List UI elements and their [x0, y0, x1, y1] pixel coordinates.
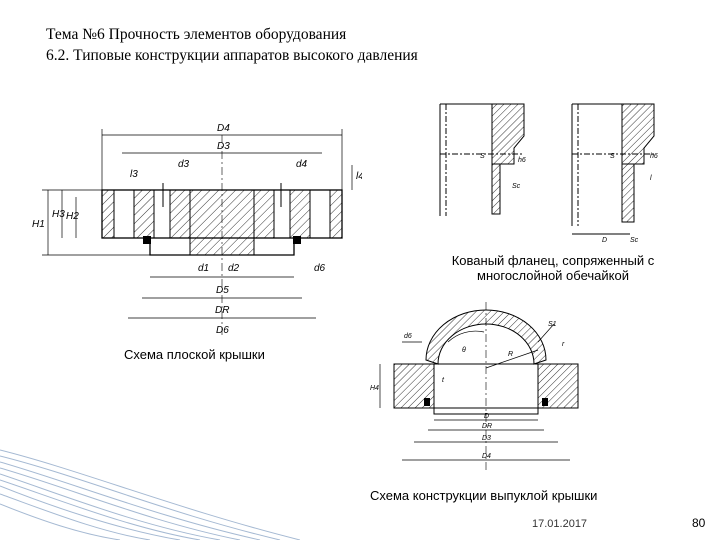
- page-number: 80: [692, 516, 706, 530]
- dim-DR: DR: [215, 305, 229, 316]
- caption-forged-line-2: многослойной обечайкой: [477, 268, 629, 283]
- dim-l4: l4: [356, 171, 362, 182]
- label-D4: D4: [482, 453, 491, 460]
- label-t: t: [442, 377, 445, 384]
- flat-cover-drawing: D4 D3 d3 d4 d1 d2 d6 D5 DR D6 H1 H2 H3 l…: [32, 123, 362, 336]
- caption-forged-flange: Кованый фланец, сопряженный с многослойн…: [438, 253, 668, 283]
- label-d-right: D: [602, 237, 607, 244]
- dim-d2: d2: [228, 263, 240, 274]
- label-r: r: [562, 341, 565, 348]
- caption-forged-line-1: Кованый фланец, сопряженный с: [451, 253, 655, 268]
- dim-l3: l3: [130, 169, 138, 180]
- label-D3: D3: [482, 435, 491, 442]
- label-DR: DR: [482, 423, 492, 430]
- dim-D5: D5: [216, 285, 229, 296]
- slide-date: 17.01.2017: [532, 518, 588, 530]
- label-s1: S1: [548, 321, 557, 328]
- label-theta: θ: [462, 347, 466, 354]
- dim-H1: H1: [32, 219, 45, 230]
- decorative-stripes: [0, 449, 300, 540]
- label-h4: H4: [370, 385, 379, 392]
- dim-D3: D3: [217, 141, 230, 152]
- caption-convex-cover: Схема конструкции выпуклой крышки: [370, 488, 598, 503]
- forged-flange-drawing: S h6 Sc S h6 l D Sc: [439, 103, 658, 244]
- dim-d3: d3: [178, 159, 190, 170]
- label-s-left: S: [480, 153, 485, 160]
- label-d6: d6: [404, 333, 412, 340]
- label-h6-right: h6: [650, 153, 658, 160]
- dim-d1: d1: [198, 263, 209, 274]
- label-h6-left: h6: [518, 157, 526, 164]
- slide-title: Тема №6 Прочность элементов оборудования…: [46, 24, 418, 66]
- title-line-1: Тема №6 Прочность элементов оборудования: [46, 26, 347, 43]
- dim-H2: H2: [66, 211, 79, 222]
- label-se-left: Sc: [512, 183, 521, 190]
- dim-D4: D4: [217, 123, 230, 134]
- dim-D6: D6: [216, 325, 229, 336]
- label-R: R: [508, 351, 513, 358]
- convex-cover-drawing: S1 r R θ d6 H4 t D DR D3 D4: [370, 302, 579, 472]
- label-l-right: l: [650, 175, 652, 182]
- dim-H3: H3: [52, 209, 65, 220]
- dim-d4: d4: [296, 159, 308, 170]
- label-se-right: Sc: [630, 237, 639, 244]
- label-s-right: S: [610, 153, 615, 160]
- caption-flat-cover: Схема плоской крышки: [124, 347, 265, 362]
- title-line-2: 6.2. Типовые конструкции аппаратов высок…: [46, 47, 418, 64]
- dim-d6: d6: [314, 263, 326, 274]
- label-D: D: [484, 413, 489, 420]
